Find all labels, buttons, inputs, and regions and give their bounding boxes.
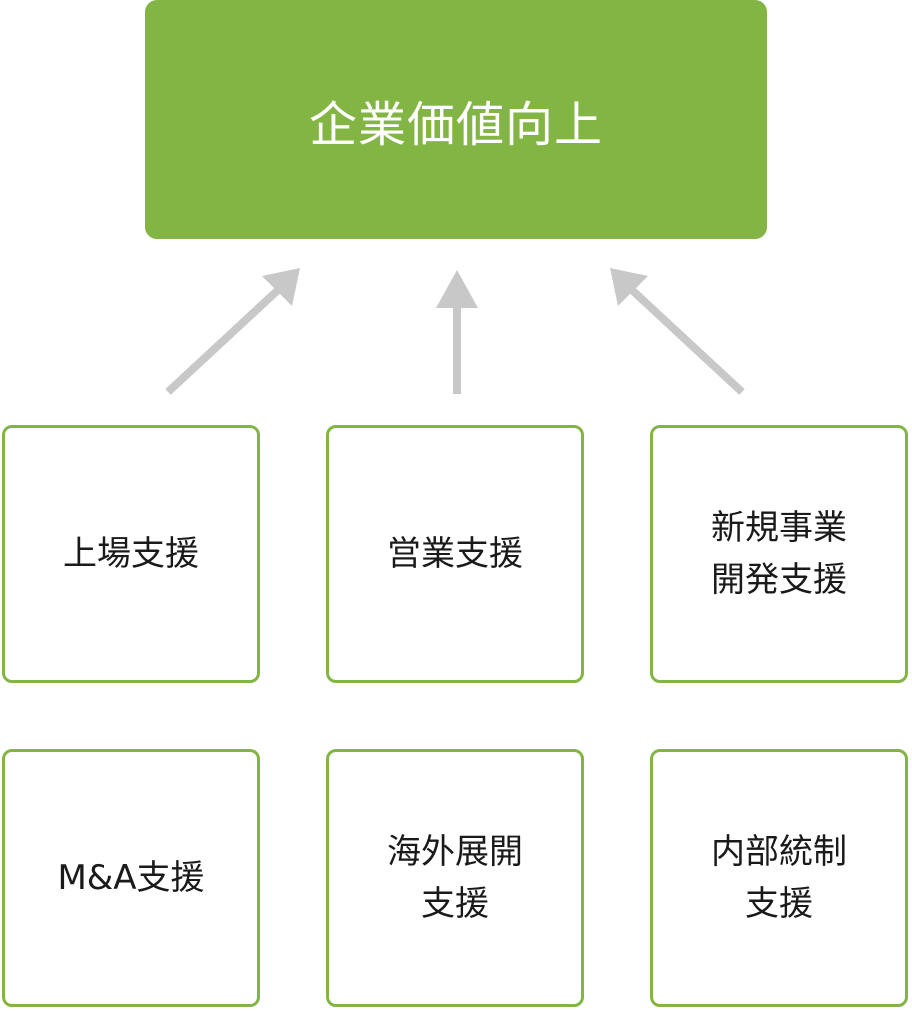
card-line: 上場支援 [63, 534, 199, 574]
support-card-listing: 上場支援 [2, 425, 260, 683]
support-card-ma: M&A支援 [2, 749, 260, 1007]
card-line: 新規事業 [711, 508, 847, 548]
card-line: 開発支援 [711, 560, 847, 600]
support-card-internal-control: 内部統制 支援 [650, 749, 908, 1007]
support-card-overseas: 海外展開 支援 [326, 749, 584, 1007]
card-line: 海外展開 [387, 832, 523, 872]
support-card-sales: 営業支援 [326, 425, 584, 683]
goal-label: 企業価値向上 [308, 96, 603, 153]
arrow-right [610, 268, 745, 395]
arrow-center [436, 270, 478, 394]
card-line: 支援 [745, 884, 813, 924]
card-line: 内部統制 [711, 832, 847, 872]
support-card-new-business: 新規事業 開発支援 [650, 425, 908, 683]
goal-box: 企業価値向上 [145, 0, 767, 239]
arrow-left [165, 268, 300, 395]
card-line: M&A支援 [57, 858, 205, 898]
card-line: 支援 [421, 884, 489, 924]
card-line: 営業支援 [387, 534, 523, 574]
